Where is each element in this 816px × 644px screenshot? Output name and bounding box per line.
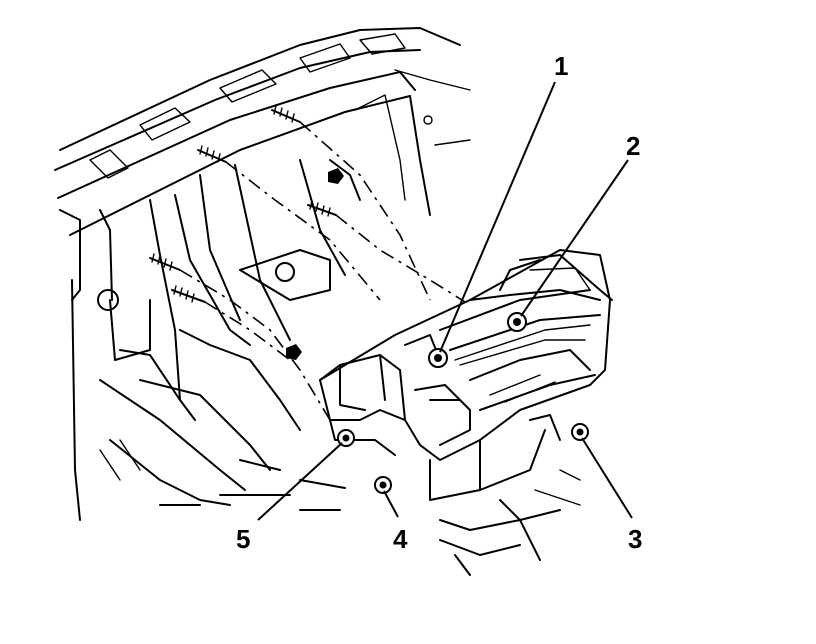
dash-studs: [149, 105, 344, 360]
cowl-panel: [54, 27, 471, 236]
callout-2: 2: [626, 131, 640, 161]
callout-4: 4: [393, 524, 408, 554]
dash-structure: [59, 94, 406, 521]
callout-3: 3: [628, 524, 642, 554]
nut-5: [337, 429, 355, 447]
hvac-module: [319, 249, 613, 501]
alignment-lines: [179, 121, 471, 421]
callout-labels: 1 2 3 4 5: [236, 51, 642, 554]
nut-1: [428, 348, 448, 368]
nut-2: [507, 312, 527, 332]
lower-nut: [286, 344, 302, 360]
leader-lines: [257, 81, 633, 521]
callout-5: 5: [236, 524, 250, 554]
stud-left-lower-1: [149, 253, 181, 271]
nut-4: [374, 476, 392, 494]
stud-middle: [307, 200, 337, 217]
callout-1: 1: [554, 51, 568, 81]
stud-upper-center: [271, 105, 301, 123]
floor-lines: [299, 469, 581, 576]
module-fasteners: [337, 312, 589, 494]
nut-3: [571, 423, 589, 441]
dash-nut: [328, 168, 344, 184]
stud-upper-left: [197, 145, 227, 163]
stud-left-lower-2: [171, 285, 206, 303]
